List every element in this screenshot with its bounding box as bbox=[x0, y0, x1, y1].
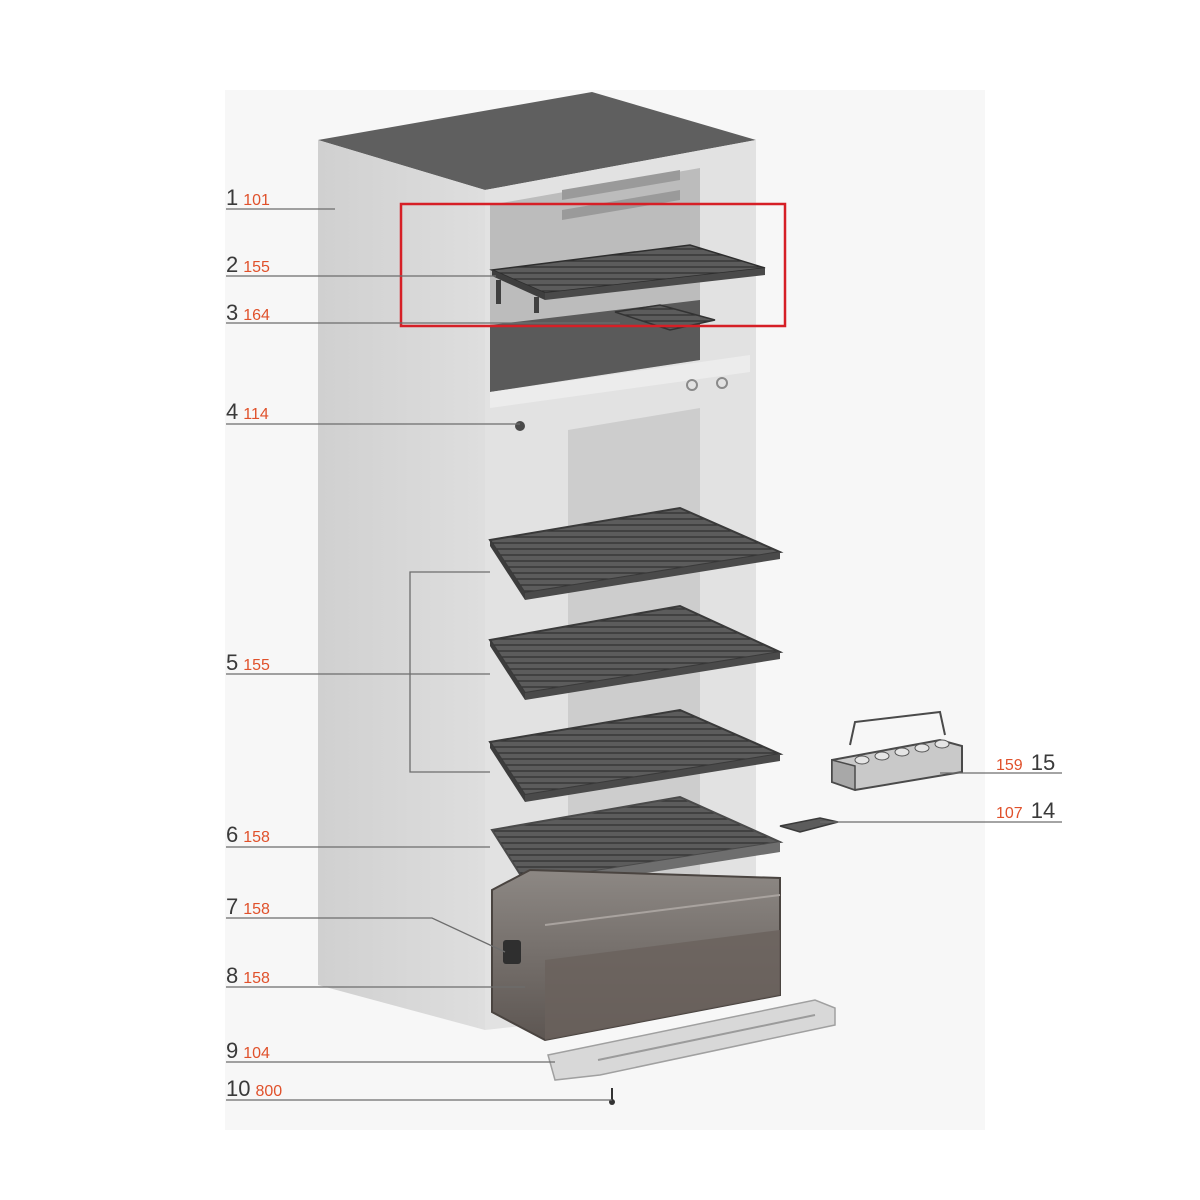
drawer-rail bbox=[547, 999, 836, 1081]
fridge-shelf-3 bbox=[488, 708, 784, 802]
cabinet-left-side bbox=[318, 140, 485, 1030]
leader-lines bbox=[226, 208, 1062, 1101]
highlight-box bbox=[399, 202, 787, 328]
control-knob-2 bbox=[716, 377, 728, 389]
compartment-divider bbox=[490, 355, 750, 408]
cabinet-top bbox=[318, 92, 756, 190]
fridge-shelf-1 bbox=[488, 506, 784, 600]
fridge-shelves bbox=[488, 506, 784, 802]
ice-tray bbox=[614, 304, 716, 331]
control-knob-1 bbox=[686, 379, 698, 391]
freezer-rail-upper bbox=[562, 170, 680, 200]
leader-line-7 bbox=[226, 917, 506, 953]
freezer-shelf bbox=[489, 244, 766, 313]
fridge-shelf-2 bbox=[488, 604, 784, 700]
drawer-clip bbox=[503, 940, 521, 964]
egg-tray bbox=[831, 710, 963, 792]
leader-bracket-5 bbox=[409, 571, 490, 773]
part-4-screw bbox=[515, 421, 525, 431]
crisper-drawer bbox=[491, 868, 781, 1042]
